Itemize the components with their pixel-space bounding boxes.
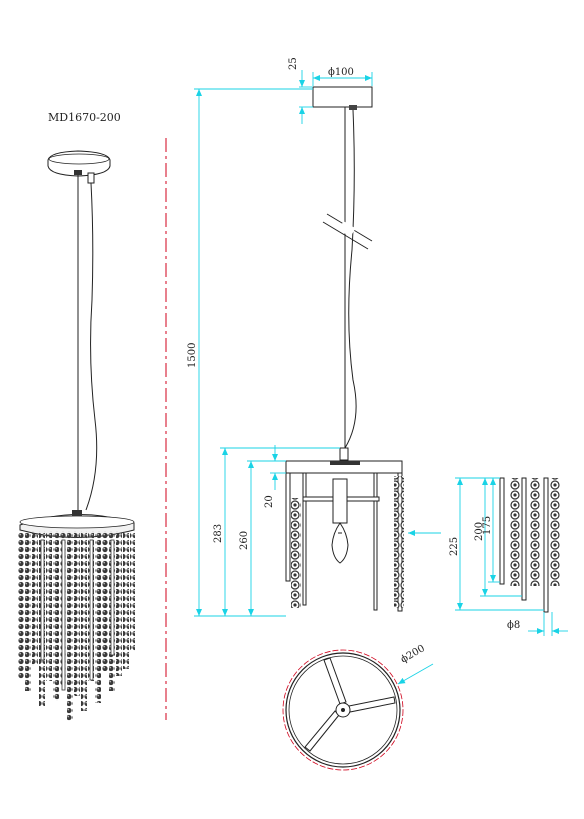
dim-cable-length: 1500 [187, 88, 313, 617]
svg-text:283: 283 [213, 524, 224, 543]
svg-text:225: 225 [449, 537, 460, 556]
side-elevation: ϕ100 25 1500 283 260 [187, 57, 441, 617]
dim-frame-height: 20 [264, 445, 286, 508]
svg-text:ϕ8: ϕ8 [507, 620, 520, 631]
svg-text:ϕ200: ϕ200 [399, 643, 427, 665]
svg-text:1500: 1500 [187, 343, 198, 368]
svg-text:ϕ100: ϕ100 [328, 67, 354, 78]
svg-text:25: 25 [288, 57, 299, 70]
dim-strand-225: 225 [449, 477, 544, 611]
elevation-cord [344, 109, 357, 449]
perspective-view: MD1670-200 [18, 111, 135, 721]
plan-view: ϕ200 [282, 643, 434, 771]
strand-detail: 225 200 175 ϕ8 [449, 477, 568, 636]
dim-strand-175: 175 [482, 478, 500, 583]
elevation-frame [285, 447, 404, 612]
perspective-cord [85, 182, 98, 511]
perspective-crystal-strands [18, 531, 135, 721]
perspective-canopy [47, 150, 111, 184]
cable-break-mark [322, 213, 373, 250]
model-label: MD1670-200 [48, 111, 121, 124]
dim-canopy-diameter: ϕ100 [312, 67, 373, 86]
svg-text:200: 200 [474, 522, 485, 541]
svg-text:175: 175 [482, 516, 493, 535]
svg-text:20: 20 [264, 495, 275, 508]
dim-bead-diameter: ϕ8 [507, 612, 568, 636]
dim-body-diameter: ϕ200 [397, 643, 434, 685]
elevation-canopy [312, 86, 373, 108]
dim-canopy-height: 25 [288, 57, 313, 124]
dim-total-height: 283 [213, 447, 340, 616]
svg-text:260: 260 [239, 531, 250, 550]
dim-body-height: 260 [239, 460, 286, 616]
